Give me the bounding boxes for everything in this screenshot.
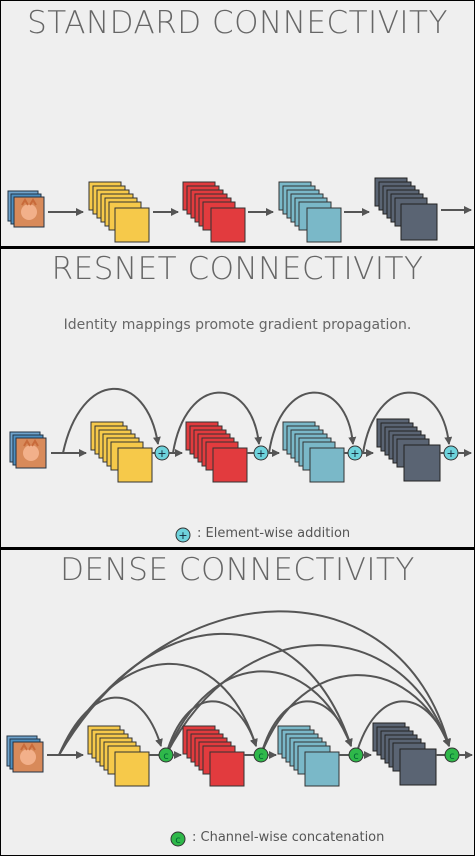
skip-connection-arc: [268, 391, 357, 454]
svg-text:+: +: [350, 447, 359, 460]
cat-image-icon: [9, 431, 47, 469]
standard-connectivity-panel: STANDARD CONNECTIVITY: [1, 1, 474, 246]
svg-text:c: c: [449, 751, 455, 762]
svg-text:+: +: [157, 447, 166, 460]
standard-diagram: [7, 177, 472, 243]
skip-connection-arc: [362, 391, 453, 454]
svg-text:+: +: [178, 529, 187, 542]
resnet-caption: Identity mappings promote gradient propa…: [63, 317, 412, 333]
standard-title: STANDARD CONNECTIVITY: [27, 5, 448, 41]
yellow-feature-block: [88, 181, 150, 243]
red-feature-block: [182, 725, 245, 787]
resnet-title: RESNET CONNECTIVITY: [51, 251, 424, 287]
teal-feature-block: [282, 421, 345, 483]
plus-node-icon: +: [443, 445, 459, 461]
teal-feature-block: [278, 181, 342, 243]
svg-text:c: c: [353, 751, 359, 762]
concat-node-icon: c: [170, 831, 186, 847]
dense-diagram: c c: [6, 610, 473, 847]
slate-feature-block: [372, 722, 437, 786]
plus-node-icon: +: [154, 445, 170, 461]
cat-image-icon: [6, 735, 44, 773]
concat-node-icon: c: [253, 747, 269, 763]
red-feature-block: [182, 181, 246, 243]
yellow-feature-block: [90, 421, 153, 483]
red-feature-block: [185, 421, 248, 483]
svg-text:c: c: [175, 835, 181, 846]
dense-title: DENSE CONNECTIVITY: [60, 552, 415, 588]
concat-node-icon: c: [158, 747, 174, 763]
skip-connection-arc: [62, 387, 161, 454]
skip-connection-arc: [172, 391, 263, 454]
resnet-legend-label: : Element-wise addition: [197, 526, 351, 541]
cat-image-icon: [7, 190, 45, 228]
svg-text:c: c: [163, 751, 169, 762]
dense-connection-arcs: [58, 610, 452, 756]
plus-node-icon: +: [253, 445, 269, 461]
concat-node-icon: c: [444, 747, 460, 763]
yellow-feature-block: [87, 725, 150, 787]
slate-feature-block: [376, 418, 441, 482]
plus-node-icon: +: [175, 527, 191, 543]
svg-text:c: c: [258, 751, 264, 762]
svg-text:+: +: [256, 447, 265, 460]
dense-connectivity-panel: DENSE CONNECTIVITY: [1, 550, 474, 855]
teal-feature-block: [277, 725, 340, 787]
resnet-diagram: + +: [9, 387, 472, 543]
plus-node-icon: +: [347, 445, 363, 461]
slate-feature-block: [374, 177, 438, 241]
dense-legend-label: : Channel-wise concatenation: [192, 830, 385, 845]
concat-node-icon: c: [348, 747, 364, 763]
svg-text:+: +: [446, 447, 455, 460]
resnet-connectivity-panel: RESNET CONNECTIVITY Identity mappings pr…: [1, 249, 474, 547]
